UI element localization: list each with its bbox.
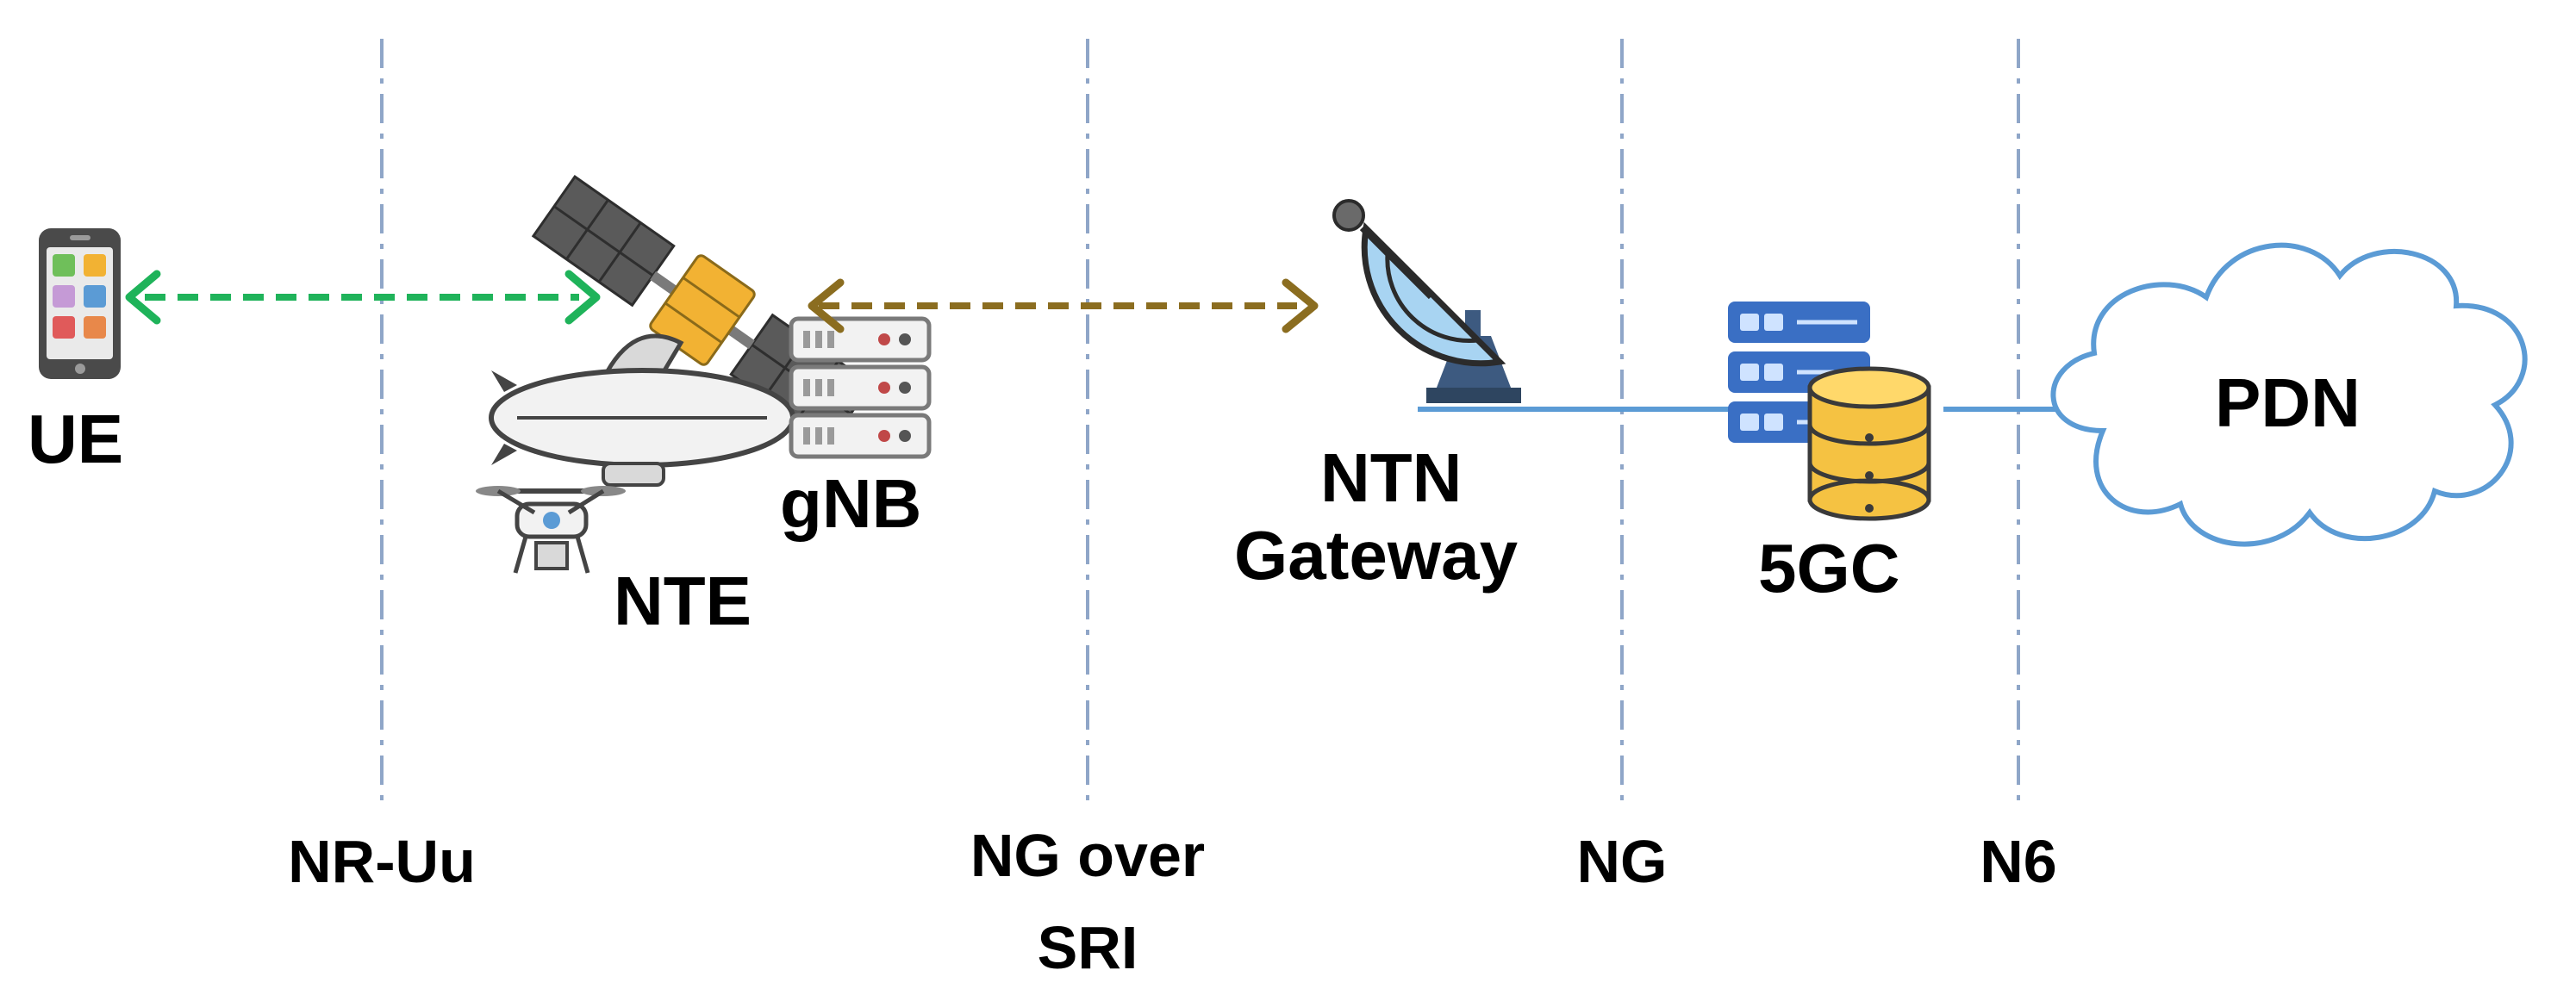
satellite-dish-icon — [1332, 199, 1521, 403]
nr-uu-label: NR-Uu — [288, 828, 476, 895]
ntn-gateway-label-line2: Gateway — [1234, 517, 1519, 594]
nr-uu-link — [125, 270, 601, 325]
drone-icon — [476, 486, 626, 574]
ng-over-sri-label-line2: SRI — [1037, 914, 1138, 981]
ntn-gateway-label-line1: NTN — [1320, 439, 1463, 516]
ng-over-sri-label-line1: NG over — [970, 822, 1206, 889]
sri-link — [808, 278, 1319, 333]
nte-label: NTE — [614, 563, 752, 639]
5gc-label: 5GC — [1758, 530, 1900, 606]
server-rack-icon — [789, 316, 932, 459]
ue-label: UE — [28, 401, 124, 477]
cloud-icon — [2050, 242, 2528, 547]
server-database-icon — [1728, 302, 1931, 521]
pdn-label: PDN — [2215, 364, 2361, 441]
gnb-label: gNB — [780, 465, 922, 542]
smartphone-icon — [39, 228, 121, 379]
n6-label: N6 — [1980, 828, 2057, 895]
interface-boundaries — [380, 39, 2020, 801]
ng-label: NG — [1576, 828, 1668, 895]
